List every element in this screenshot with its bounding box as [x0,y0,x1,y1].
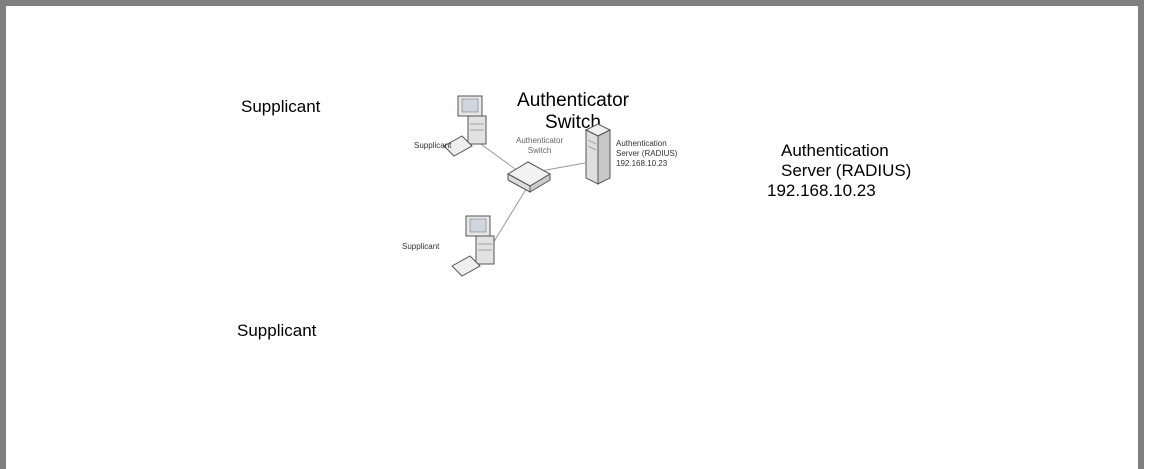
diagram-authenticator-line2: Switch [516,146,563,156]
supplicant-computer-bottom-icon [452,216,494,276]
diagram-server-line1: Authentication [616,139,677,149]
server-label-line2: Server (RADIUS) [767,161,911,181]
diagram-server-line3: 192.168.10.23 [616,159,677,169]
authenticator-switch-icon [508,162,550,192]
diagram-authenticator-line1: Authenticator [516,136,563,146]
diagram-authenticator-label: Authenticator Switch [516,136,563,156]
server-label-line3: 192.168.10.23 [767,181,911,201]
link-supplicant-bottom [490,186,528,248]
supplicant-bottom-label: Supplicant [237,321,316,341]
diagram-server-line2: Server (RADIUS) [616,149,677,159]
supplicant-top-label: Supplicant [241,97,320,117]
diagram-supplicant-bottom-label: Supplicant [402,242,439,252]
diagram-supplicant-top-label: Supplicant [414,141,451,151]
server-label-line1: Authentication [767,141,911,161]
server-label: Authentication Server (RADIUS) 192.168.1… [767,141,911,201]
diagram-server-label: Authentication Server (RADIUS) 192.168.1… [616,139,677,169]
authentication-server-icon [586,124,610,184]
network-diagram [400,88,700,293]
